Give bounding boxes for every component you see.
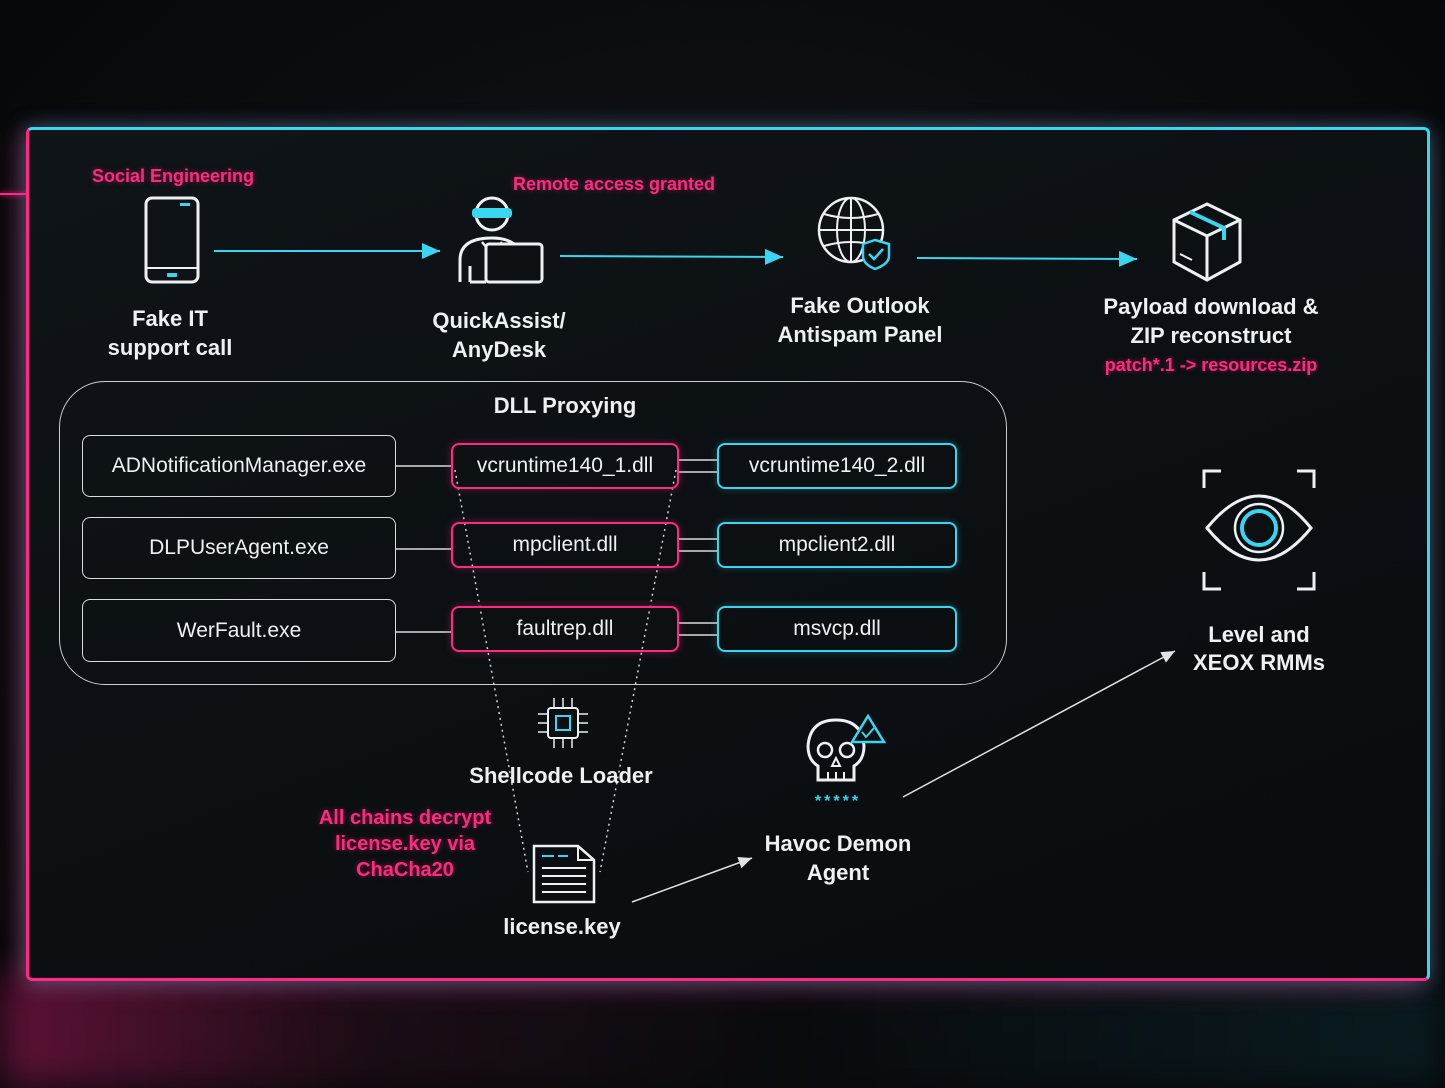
arrow-quickassist-to-outlook [559,248,784,265]
fake-it-label-line1: Fake IT [132,306,208,331]
globe-shield-icon [817,196,891,270]
hacker-laptop-icon [458,196,544,284]
fake-it-label-line2: support call [107,335,233,360]
havoc-label-line2: Agent [806,860,870,885]
decrypt-note-line1: All chains decrypt [318,807,492,829]
diagram-panel [26,127,1428,979]
havoc-label-line1: Havoc Demon [764,831,912,856]
real-dll-box-3: msvcp.dll [717,606,957,652]
havoc-stars: ***** [814,793,862,810]
quickassist-label-line2: AnyDesk [451,337,547,362]
arrow-havoc-to-rmm [902,650,1176,798]
proxy-dll-box-2: mpclient.dll [451,522,679,568]
license-key-label: license.key [503,914,621,939]
chip-icon [538,698,588,748]
real-dll-box-1: vcruntime140_2.dll [717,443,957,489]
arrow-outlook-to-payload [916,250,1138,267]
social-engineering-label: Social Engineering [91,166,255,186]
package-box-icon [1172,202,1242,282]
proxy-dll-box-1: vcruntime140_1.dll [451,443,679,489]
eye-scan-icon [1202,469,1316,591]
panel-side-tick [0,193,26,195]
exe-box-1: ADNotificationManager.exe [82,435,396,497]
real-dll-box-2: mpclient2.dll [717,522,957,568]
payload-label-line2: ZIP reconstruct [1130,323,1292,348]
funnel-right [599,469,677,873]
floor-glow [0,975,1445,1088]
phone-icon [144,196,200,284]
shellcode-loader-label: Shellcode Loader [469,763,653,788]
quickassist-label-line1: QuickAssist/ [432,308,566,333]
decrypt-note-line3: ChaCha20 [356,859,454,881]
outlook-label-line2: Antispam Panel [777,322,943,347]
exe-box-3: WerFault.exe [82,599,396,662]
rmm-label-line2: XEOX RMMs [1192,650,1326,675]
document-icon [532,844,596,904]
rmm-label-line1: Level and [1208,622,1310,647]
outlook-label-line1: Fake Outlook [790,293,930,318]
proxy-dll-box-3: faultrep.dll [451,606,679,652]
dll-proxying-group [59,381,1007,685]
funnel-left [454,469,529,873]
exe-box-2: DLPUserAgent.exe [82,517,396,579]
payload-label-line1: Payload download & [1103,294,1319,319]
remote-access-label: Remote access granted [512,174,716,194]
dll-proxying-title: DLL Proxying [493,393,637,418]
payload-note: patch*.1 -> resources.zip [1104,355,1318,375]
decrypt-note-line2: license.key via [334,833,476,855]
skull-warning-icon [806,714,887,782]
arrow-license-to-havoc [631,857,753,903]
